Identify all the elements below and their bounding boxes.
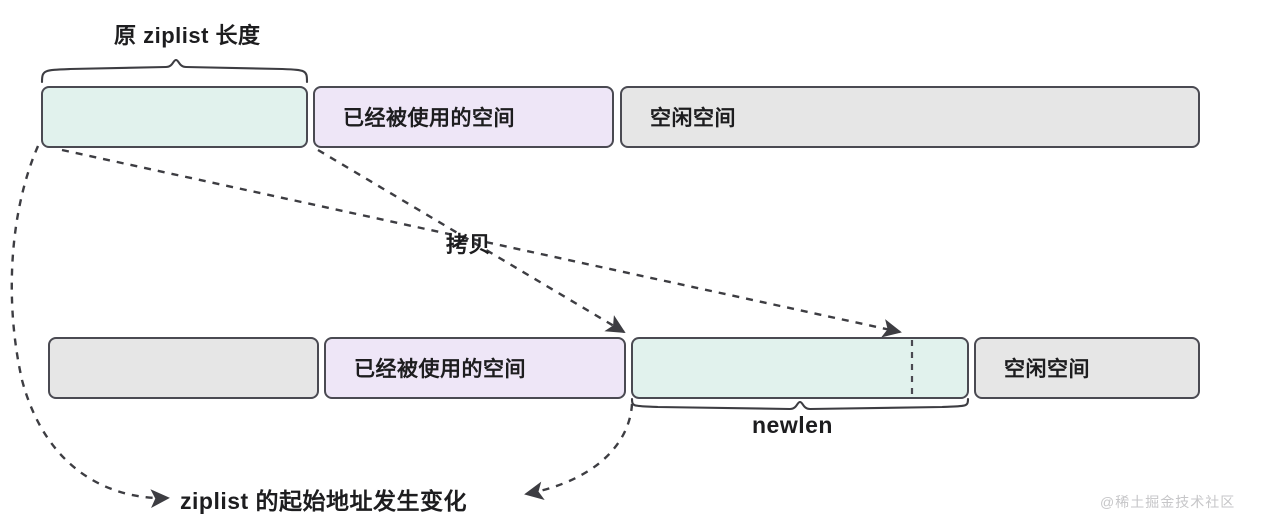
label-newlen: newlen [752, 412, 833, 438]
label-original-ziplist-length: 原 ziplist 长度 [114, 23, 261, 48]
label-start-address-changed: ziplist 的起始地址发生变化 [180, 488, 468, 514]
watermark: @稀土掘金技术社区 [1100, 494, 1236, 510]
segment-free-space-region-bottom: 空闲空间 [974, 337, 1200, 399]
label-copy: 拷贝 [446, 232, 492, 257]
segment-label: 已经被使用的空间 [354, 358, 526, 381]
segment-used-space-region-bottom: 已经被使用的空间 [324, 337, 626, 399]
segment-label: 空闲空间 [1004, 358, 1090, 381]
segment-ziplist-new-region [631, 337, 969, 399]
brace-original-ziplist-length [40, 58, 309, 84]
old-start-address-curve [10, 145, 170, 508]
segment-label: 已经被使用的空间 [343, 107, 515, 130]
new-start-address-curve [524, 403, 634, 500]
segment-used-space-region-top: 已经被使用的空间 [313, 86, 614, 148]
segment-free-space-region-top: 空闲空间 [620, 86, 1200, 148]
brace-newlen [630, 397, 970, 411]
segment-ziplist-original-region [41, 86, 308, 148]
segment-label: 空闲空间 [650, 107, 736, 130]
segment-old-region-released [48, 337, 319, 399]
